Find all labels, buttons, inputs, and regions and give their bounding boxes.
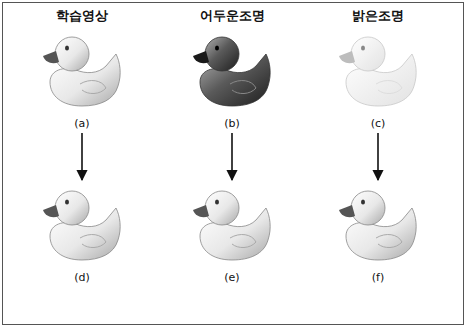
duck-panel: (e) (184, 182, 280, 286)
frame (3, 3, 464, 325)
duck-figure (193, 37, 270, 106)
duck-figure (43, 191, 120, 260)
column-heading: 어두운조명 (200, 8, 265, 24)
duck-figure (339, 191, 416, 260)
panel-caption: (a) (74, 118, 89, 130)
arrow (231, 133, 233, 180)
column-heading: 밝은조명 (352, 8, 404, 24)
arrow (377, 133, 379, 180)
duck-figure (193, 191, 270, 260)
duck-panel: (f) (330, 182, 426, 286)
duck-panel: (a) (34, 28, 130, 132)
duck-panel: (d) (34, 182, 130, 286)
arrow (81, 133, 83, 180)
duck-figure (339, 37, 416, 106)
panel-caption: (f) (372, 272, 384, 284)
panel-caption: (d) (74, 272, 90, 284)
panel-caption: (e) (224, 272, 239, 284)
column-heading: 학습영상 (56, 8, 108, 24)
panel-caption: (c) (371, 118, 386, 130)
duck-panel: (b) (184, 28, 280, 132)
duck-figure (43, 37, 120, 106)
panel-caption: (b) (224, 118, 240, 130)
duck-panel: (c) (330, 28, 426, 132)
